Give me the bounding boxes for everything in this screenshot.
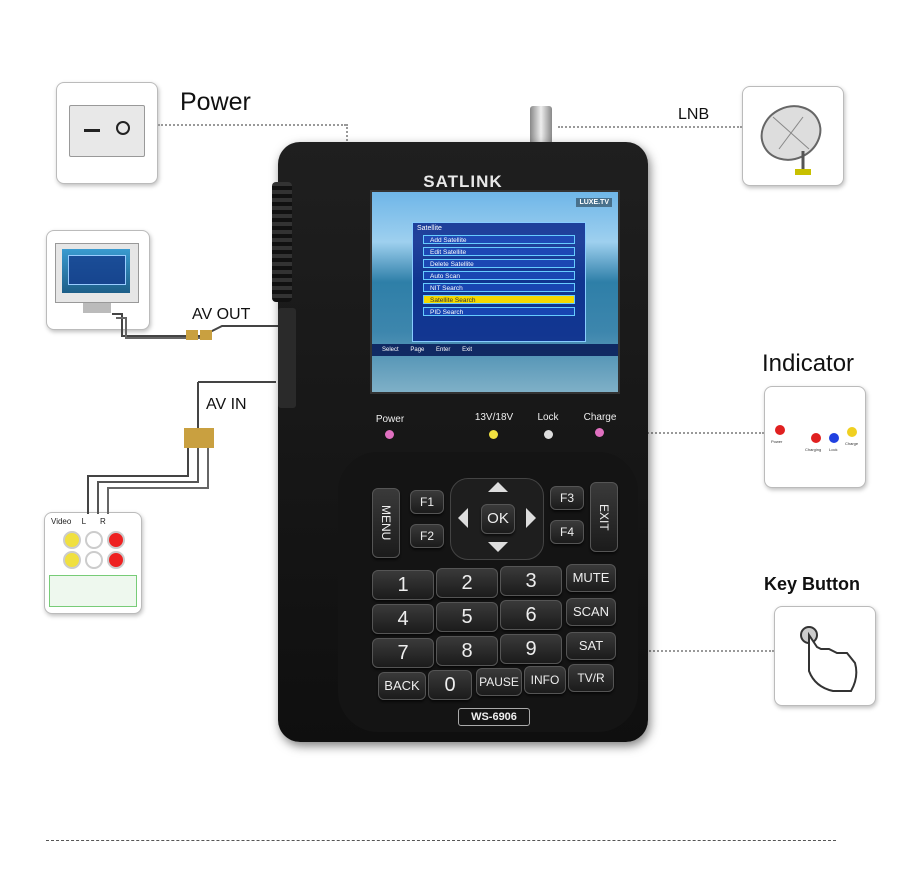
side-grille [272,182,292,302]
lnb-callout [742,86,844,186]
hint-page: Page [410,347,425,353]
indicator-label-voltage: 13V/18V [474,412,514,423]
f1-button[interactable]: F1 [410,490,444,514]
indicator-panel-label-1: Charging [805,447,822,452]
key-4[interactable]: 4 [372,604,434,634]
scan-button[interactable]: SCAN [566,598,616,626]
indicator-panel-label-0: Power [771,439,783,444]
power-led [385,430,394,439]
lnb-connector [530,106,552,146]
power-switch-icon [69,105,145,157]
sat-button[interactable]: SAT [566,632,616,660]
key-7[interactable]: 7 [372,638,434,668]
f2-button[interactable]: F2 [410,524,444,548]
av-in-cable [87,381,276,514]
key-9[interactable]: 9 [500,634,562,664]
key-2[interactable]: 2 [436,568,498,598]
av-in-label: AV IN [206,396,247,413]
power-leader-vertical [346,124,348,148]
pointing-hand-icon [800,626,858,692]
indicator-panel-label-2: Lock [829,447,838,452]
ok-button[interactable]: OK [481,504,515,534]
indicator-power-dot [775,425,785,435]
indicator-charging-dot [811,433,821,443]
key-1[interactable]: 1 [372,570,434,600]
exit-button[interactable]: EXIT [590,482,618,552]
menu-item[interactable]: Add Satellite [423,235,575,244]
power-leader-line [158,124,346,126]
av-device-icon [49,575,137,607]
monitor-callout [46,230,150,330]
down-arrow-icon[interactable] [488,542,508,552]
key-8[interactable]: 8 [436,636,498,666]
hint-select: Select [382,347,399,353]
indicator-label-charge: Charge [583,412,617,423]
f4-button[interactable]: F4 [550,520,584,544]
satellite-finder-device: SATLINK LUXE.TV Satellite Add Satellite … [272,142,648,742]
power-switch-callout [56,82,158,184]
brand-logo: SATLINK [423,172,503,191]
key-button-leader-line [610,650,774,652]
mute-button[interactable]: MUTE [566,564,616,592]
back-button[interactable]: BACK [378,672,426,700]
menu-button[interactable]: MENU [372,488,400,558]
lnb-leader-line [558,126,742,128]
menu-item[interactable]: Auto Scan [423,271,575,280]
menu-item-selected[interactable]: Satellite Search [423,295,575,304]
up-arrow-icon[interactable] [488,482,508,492]
av-source-callout: Video L R [44,512,142,614]
right-arrow-icon[interactable] [526,508,536,528]
model-label: WS-6906 [458,708,530,726]
key-button-callout [774,606,876,706]
av-out-label: AV OUT [192,306,251,323]
hint-enter: Enter [436,347,451,353]
satellite-menu: Satellite Add Satellite Edit Satellite D… [412,222,586,342]
f3-button[interactable]: F3 [550,486,584,510]
channel-logo: LUXE.TV [576,198,612,207]
menu-item[interactable]: PID Search [423,307,575,316]
hint-exit: Exit [462,347,473,353]
lcd-screen: LUXE.TV Satellite Add Satellite Edit Sat… [370,190,620,394]
monitor-icon [55,243,139,303]
voltage-led [489,430,498,439]
key-3[interactable]: 3 [500,566,562,596]
power-label: Power [180,88,251,116]
indicator-leader-line [604,432,764,434]
menu-item[interactable]: NIT Search [423,283,575,292]
av-out-cable [112,313,278,340]
left-arrow-icon[interactable] [458,508,468,528]
av-port-panel [278,308,296,408]
indicator-lock-dot [829,433,839,443]
key-button-label: Key Button [764,574,860,594]
pause-button[interactable]: PAUSE [476,668,522,696]
key-5[interactable]: 5 [436,602,498,632]
indicator-charge-dot [847,427,857,437]
lock-led [544,430,553,439]
key-0[interactable]: 0 [428,670,472,700]
menu-item[interactable]: Edit Satellite [423,247,575,256]
lnb-label: LNB [678,106,710,123]
charge-led [595,428,604,437]
av-labels-row: Video L R [51,517,106,526]
indicator-label-power: Power [375,414,405,425]
info-button[interactable]: INFO [524,666,566,694]
menu-item[interactable]: Delete Satellite [423,259,575,268]
tvr-button[interactable]: TV/R [568,664,614,692]
indicator-label: Indicator [762,350,855,377]
indicator-panel-label-3: Charge [845,441,859,446]
indicator-label-lock: Lock [537,412,559,423]
satellite-dish-icon [760,105,822,175]
hint-bar: Select Page Enter Exit [372,344,618,356]
indicator-callout: Power Charging Lock Charge [764,386,866,488]
key-6[interactable]: 6 [500,600,562,630]
bottom-divider [46,840,836,841]
menu-title: Satellite [417,225,442,232]
